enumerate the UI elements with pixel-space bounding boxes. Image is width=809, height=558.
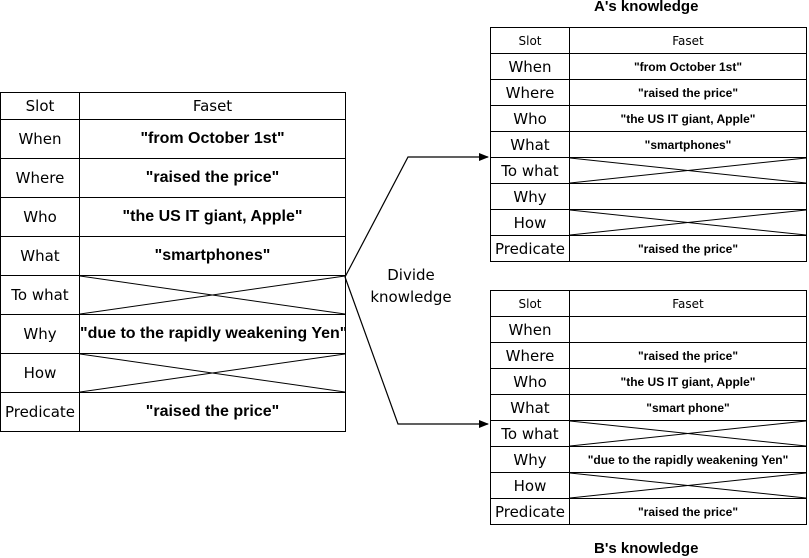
empty-faset-cell [569, 157, 807, 184]
table-row: When "from October 1st" [490, 53, 807, 80]
slot-when: When [490, 53, 570, 80]
table-row: Where "raised the price" [0, 158, 346, 198]
faset-column-header: Faset [569, 290, 807, 317]
faset-value: "smart phone" [569, 394, 807, 421]
empty-faset-cell [79, 353, 346, 393]
table-row: To what [490, 420, 807, 447]
a-knowledge-title: A's knowledge [594, 0, 699, 15]
slot-what: What [0, 236, 80, 276]
arrow-to-b [344, 276, 489, 428]
slot-predicate: Predicate [490, 235, 570, 262]
faset-value: "raised the price" [569, 235, 807, 262]
faset-value: "the US IT giant, Apple" [569, 105, 807, 132]
faset-value: "the US IT giant, Apple" [569, 368, 807, 395]
slot-what: What [490, 394, 570, 421]
empty-cross-mark [80, 354, 345, 392]
table-row: When [490, 316, 807, 343]
slot-what: What [490, 131, 570, 158]
faset-value: "due to the rapidly weakening Yen" [569, 446, 807, 473]
a-knowledge-table: Slot Faset When "from October 1st" Where… [490, 27, 807, 262]
empty-cross-mark [570, 210, 806, 235]
table-header-row: Slot Faset [490, 290, 807, 317]
empty-faset-cell [79, 275, 346, 315]
table-row: What "smartphones" [490, 131, 807, 158]
empty-faset-cell [569, 420, 807, 447]
main-knowledge-table: Slot Faset When "from October 1st" Where… [0, 92, 346, 432]
slot-predicate: Predicate [0, 392, 80, 432]
table-row: Who "the US IT giant, Apple" [490, 105, 807, 132]
faset-value: "raised the price" [569, 79, 807, 106]
slot-to-what: To what [490, 157, 570, 184]
faset-value: "from October 1st" [569, 53, 807, 80]
faset-value: "due to the rapidly weakening Yen" [79, 314, 346, 354]
slot-why: Why [490, 183, 570, 210]
table-row: What "smartphones" [0, 236, 346, 276]
slot-how: How [490, 209, 570, 236]
slot-column-header: Slot [0, 92, 80, 120]
table-row: When "from October 1st" [0, 119, 346, 159]
slot-column-header: Slot [490, 290, 570, 317]
table-row: How [490, 472, 807, 499]
table-row: What "smart phone" [490, 394, 807, 421]
slot-predicate: Predicate [490, 498, 570, 525]
divide-label-line2: knowledge [370, 288, 452, 306]
b-knowledge-table: Slot Faset When Where "raised the price"… [490, 290, 807, 525]
empty-cross-mark [570, 421, 806, 446]
table-row: Predicate "raised the price" [490, 498, 807, 525]
faset-value: "raised the price" [79, 158, 346, 198]
faset-column-header: Faset [79, 92, 346, 120]
divide-knowledge-label: Divide knowledge [366, 264, 456, 308]
empty-faset-cell [569, 316, 807, 343]
slot-how: How [0, 353, 80, 393]
arrow-to-a [344, 153, 489, 278]
slot-who: Who [0, 197, 80, 237]
faset-value: "from October 1st" [79, 119, 346, 159]
empty-faset-cell [569, 183, 807, 210]
faset-value: "raised the price" [569, 498, 807, 525]
empty-cross-mark [80, 276, 345, 314]
empty-cross-mark [570, 473, 806, 498]
table-row: Why "due to the rapidly weakening Yen" [0, 314, 346, 354]
table-row: Predicate "raised the price" [0, 392, 346, 432]
empty-cross-mark [570, 158, 806, 183]
slot-to-what: To what [490, 420, 570, 447]
slot-where: Where [490, 342, 570, 369]
table-row: Where "raised the price" [490, 342, 807, 369]
divide-label-line1: Divide [387, 266, 435, 284]
table-row: To what [490, 157, 807, 184]
slot-to-what: To what [0, 275, 80, 315]
faset-column-header: Faset [569, 27, 807, 54]
b-knowledge-title: B's knowledge [594, 540, 699, 557]
slot-when: When [490, 316, 570, 343]
slot-who: Who [490, 368, 570, 395]
table-row: How [0, 353, 346, 393]
slot-why: Why [490, 446, 570, 473]
faset-value: "the US IT giant, Apple" [79, 197, 346, 237]
empty-faset-cell [569, 472, 807, 499]
slot-who: Who [490, 105, 570, 132]
table-row: Who "the US IT giant, Apple" [0, 197, 346, 237]
slot-where: Where [490, 79, 570, 106]
table-row: How [490, 209, 807, 236]
table-header-row: Slot Faset [0, 92, 346, 120]
faset-value: "smartphones" [569, 131, 807, 158]
slot-column-header: Slot [490, 27, 570, 54]
table-row: Why "due to the rapidly weakening Yen" [490, 446, 807, 473]
empty-faset-cell [569, 209, 807, 236]
table-header-row: Slot Faset [490, 27, 807, 54]
table-row: To what [0, 275, 346, 315]
slot-how: How [490, 472, 570, 499]
faset-value: "raised the price" [79, 392, 346, 432]
table-row: Where "raised the price" [490, 79, 807, 106]
faset-value: "smartphones" [79, 236, 346, 276]
faset-value: "raised the price" [569, 342, 807, 369]
slot-why: Why [0, 314, 80, 354]
table-row: Predicate "raised the price" [490, 235, 807, 262]
table-row: Who "the US IT giant, Apple" [490, 368, 807, 395]
table-row: Why [490, 183, 807, 210]
